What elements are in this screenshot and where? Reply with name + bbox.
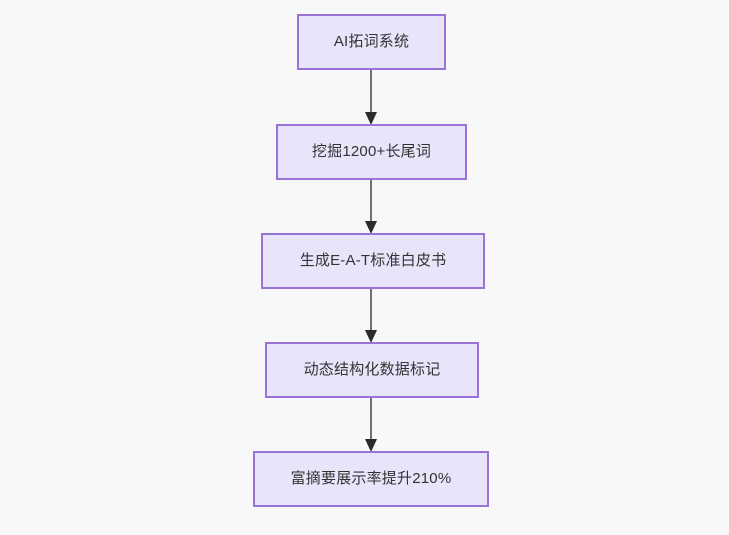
- edge-n3-n4: [365, 287, 377, 343]
- flow-node-label: AI拓词系统: [333, 33, 410, 50]
- flow-node-dynamic-structured-data-markup[interactable]: 动态结构化数据标记: [265, 342, 479, 398]
- flow-node-generate-eat-whitepaper[interactable]: 生成E-A-T标准白皮书: [261, 233, 485, 289]
- edge-n2-n3: [365, 178, 377, 234]
- flow-node-rich-snippet-rate-increase[interactable]: 富摘要展示率提升210%: [253, 451, 489, 507]
- flow-node-label: 富摘要展示率提升210%: [290, 470, 452, 487]
- arrowhead-icon: [365, 112, 377, 125]
- flow-node-label: 动态结构化数据标记: [303, 361, 441, 378]
- arrowhead-icon: [365, 330, 377, 343]
- edge-n4-n5: [365, 396, 377, 452]
- flow-node-label: 挖掘1200+长尾词: [311, 143, 432, 160]
- flow-node-mine-longtail-keywords[interactable]: 挖掘1200+长尾词: [276, 124, 467, 180]
- arrowhead-icon: [365, 221, 377, 234]
- edge-n1-n2: [365, 68, 377, 125]
- arrowhead-icon: [365, 439, 377, 452]
- flow-node-ai-keyword-system[interactable]: AI拓词系统: [297, 14, 446, 70]
- flow-node-label: 生成E-A-T标准白皮书: [299, 252, 447, 269]
